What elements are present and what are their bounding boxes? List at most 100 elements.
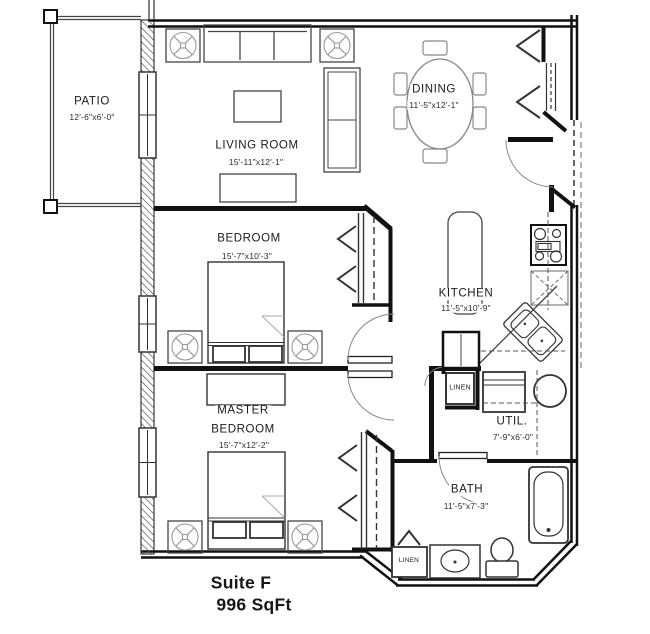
ceiling-fan-icon xyxy=(169,31,197,60)
room-dims-patio: 12'-6"x6'-0" xyxy=(67,111,117,122)
room-label-dining: DINING xyxy=(410,83,458,96)
patio-post xyxy=(43,9,58,24)
bedroom-furniture xyxy=(167,261,323,364)
sofa xyxy=(203,24,312,63)
room-label-living: LIVING ROOM xyxy=(213,139,301,152)
bifold-door xyxy=(336,265,357,293)
dining-furniture xyxy=(393,40,487,164)
end-table xyxy=(165,28,201,63)
ceiling-fan-icon xyxy=(291,333,319,361)
wall-segment xyxy=(140,351,155,429)
master-bedroom-furniture xyxy=(167,373,323,554)
bath-door-leaf xyxy=(438,451,488,460)
linen-closet-hall xyxy=(445,372,475,405)
room-label-bedroom: BEDROOM xyxy=(215,232,283,245)
interior-walls xyxy=(154,27,577,552)
toilet xyxy=(485,537,519,578)
linen-closet-bath xyxy=(391,529,428,578)
wall-segment xyxy=(140,157,155,297)
bed xyxy=(207,261,285,364)
console-table xyxy=(219,173,297,203)
room-label-patio: PATIO xyxy=(72,95,112,108)
water-heater xyxy=(533,374,567,408)
bed xyxy=(207,451,286,550)
dining-chair xyxy=(472,106,487,130)
end-table xyxy=(319,28,355,63)
room-dims-master: 15'-7"x12'-2" xyxy=(216,439,272,450)
closet-details xyxy=(336,29,557,549)
bathtub xyxy=(528,466,569,544)
dining-chair xyxy=(472,72,487,96)
dining-chair xyxy=(393,106,408,130)
linen-door-swing xyxy=(424,366,445,387)
stove xyxy=(530,224,567,266)
room-dims-util: 7'-9"x6'-0" xyxy=(490,431,536,442)
bifold-door xyxy=(515,85,541,119)
wall-segment xyxy=(140,19,155,73)
room-label-master-line2: BEDROOM xyxy=(209,423,277,436)
wall-segment xyxy=(140,496,155,555)
room-dims-kitchen: 11'-5"x10'-9" xyxy=(439,302,493,313)
dining-chair xyxy=(393,72,408,96)
suite-title: Suite F xyxy=(208,572,274,593)
dining-chair xyxy=(422,40,448,56)
kitchen-island xyxy=(447,211,483,315)
left-exterior-wall xyxy=(138,19,157,555)
bifold-door xyxy=(515,29,541,63)
blanket-fold xyxy=(261,315,285,338)
bath-fixtures xyxy=(391,466,569,579)
refrigerator xyxy=(530,270,569,306)
room-dims-living: 15'-11"x12'-1" xyxy=(226,156,286,167)
closet-label-linen-hall: LINEN xyxy=(449,384,471,392)
entry-door-swing xyxy=(505,139,554,188)
vanity-sink xyxy=(429,544,481,579)
armchair xyxy=(323,67,361,173)
dresser xyxy=(206,373,286,406)
door-swing xyxy=(438,455,488,505)
ceiling-fan-icon xyxy=(291,523,319,551)
bifold-door xyxy=(337,494,358,522)
closet-front xyxy=(360,432,368,549)
doors xyxy=(347,139,554,505)
bedroom-door-leaf xyxy=(347,355,393,364)
bifold-door xyxy=(337,444,358,472)
door-swing xyxy=(347,373,395,421)
room-label-kitchen: KITCHEN xyxy=(436,287,496,300)
dining-chair xyxy=(422,148,448,164)
coffee-table xyxy=(233,90,282,123)
room-dims-bedroom: 15'-7"x10'-3" xyxy=(219,250,275,261)
utility-boundary-dashed xyxy=(483,370,538,457)
room-label-bath: BATH xyxy=(448,483,486,496)
closet-front xyxy=(357,213,365,303)
exterior-walls xyxy=(141,0,582,587)
suite-area: 996 SqFt xyxy=(214,594,294,615)
closet-shelf xyxy=(545,63,557,111)
room-dims-bath: 11'-5"x7'-3" xyxy=(441,500,491,511)
dishwasher-counter xyxy=(441,330,481,370)
nightstand xyxy=(287,330,323,364)
door-swing xyxy=(347,313,395,361)
patio-outline xyxy=(43,9,141,214)
counter-edge xyxy=(476,285,558,367)
ceiling-fan-icon xyxy=(171,333,199,361)
washer-dryer xyxy=(482,371,526,413)
bifold-door xyxy=(336,225,357,253)
blanket-fold xyxy=(261,495,286,519)
living-room-furniture xyxy=(165,24,361,203)
master-door-leaf xyxy=(347,370,393,379)
nightstand xyxy=(287,520,323,554)
room-label-master-line1: MASTER xyxy=(215,404,271,417)
ceiling-fan-icon xyxy=(323,31,351,60)
patio-post xyxy=(43,199,58,214)
nightstand xyxy=(167,520,203,554)
room-label-util: UTIL. xyxy=(494,415,530,428)
closet-label-linen-bath: LINEN xyxy=(398,556,420,564)
utility-fixtures xyxy=(482,370,567,457)
ceiling-fan-icon xyxy=(171,523,199,551)
upper-cabinet-dashed xyxy=(481,212,565,352)
kitchen-fixtures xyxy=(441,211,569,405)
corner-sink xyxy=(503,302,563,362)
room-dims-dining: 11'-5"x12'-1" xyxy=(407,99,461,110)
